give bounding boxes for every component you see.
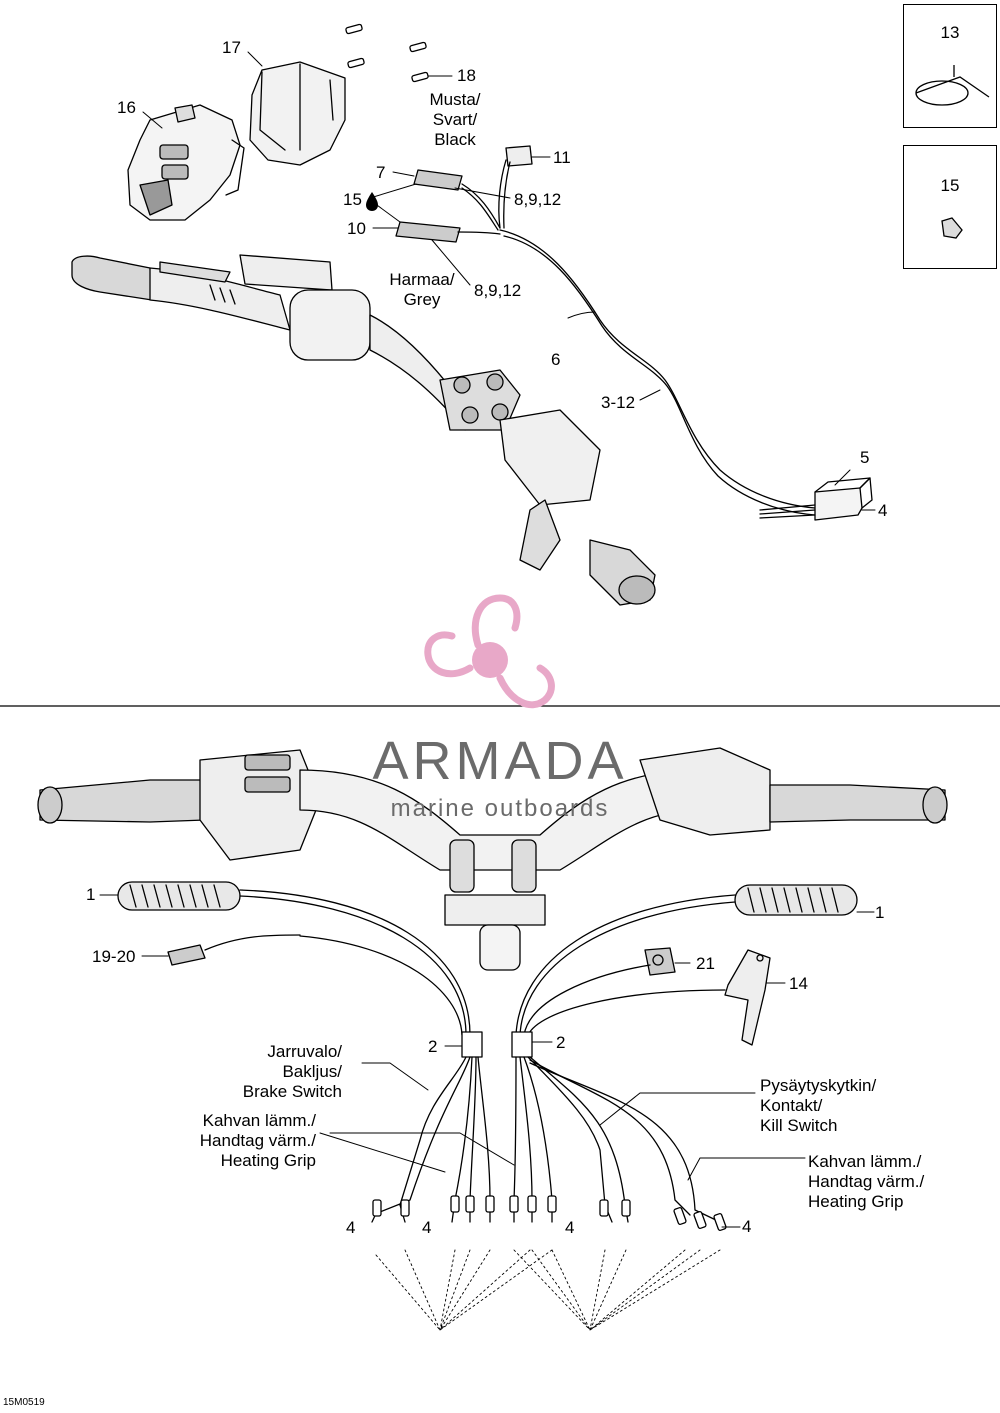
handlebar-bottom (37, 747, 948, 971)
junction-2-right (511, 1031, 533, 1058)
label-1-left: 1 (86, 885, 96, 904)
label-heating-grip-right: Kahvan lämm./ Handtag värm./ Heating Gri… (808, 1152, 925, 1211)
label-4-d: 4 (742, 1217, 752, 1236)
wiring-harness-6 (499, 229, 816, 516)
label-2-right: 2 (556, 1033, 566, 1052)
label-13: 13 (940, 23, 960, 42)
connector-7 (413, 169, 463, 191)
housing-bracket-17 (249, 61, 346, 166)
label-8-9-12-a: 8,9,12 (514, 190, 562, 209)
label-heating-grip-left: Kahvan lämm./ Handtag värm./ Heating Gri… (199, 1111, 316, 1170)
droplet-icon (366, 192, 378, 211)
label-brake-switch: Jarruvalo/ Bakljus/ Brake Switch (242, 1042, 342, 1101)
label-4-top: 4 (878, 501, 888, 520)
screws-18 (345, 23, 429, 83)
grip-1-left (117, 881, 241, 911)
label-18: 18 (457, 66, 476, 85)
junction-2-left (461, 1031, 483, 1058)
label-7: 7 (376, 163, 386, 182)
label-wire-black: Musta/ Svart/ Black (429, 90, 481, 149)
watermark-brand: ARMADA (372, 731, 628, 791)
label-15: 15 (343, 190, 362, 209)
label-2-left: 2 (428, 1037, 438, 1056)
part-box-15: 15 (903, 145, 997, 269)
harness-right (513, 1056, 721, 1223)
clip-icon (941, 217, 963, 239)
label-16: 16 (117, 98, 136, 117)
label-5: 5 (860, 448, 870, 467)
clip-21 (644, 947, 676, 976)
label-17: 17 (222, 38, 241, 57)
label-19-20: 19-20 (92, 947, 136, 966)
label-1-right: 1 (875, 903, 885, 922)
label-6: 6 (551, 350, 561, 369)
connector-11 (505, 145, 533, 167)
sensor-19-20 (167, 934, 301, 966)
label-3-12: 3-12 (601, 393, 636, 412)
armada-logo (424, 594, 555, 709)
connector-10 (395, 221, 461, 243)
figure-code: 15M0519 (3, 1397, 45, 1408)
bracket-14 (724, 949, 771, 1046)
label-14: 14 (789, 974, 808, 993)
label-wire-grey: Harmaa/ Grey (389, 270, 455, 309)
label-4-b: 4 (422, 1218, 432, 1237)
label-15-box: 15 (940, 176, 960, 195)
part-box-13: 13 (903, 4, 997, 128)
label-4-a: 4 (346, 1218, 356, 1237)
cable-tie-icon (915, 65, 990, 106)
label-4-c: 4 (565, 1218, 575, 1237)
leader-lines (99, 51, 876, 1228)
label-kill-switch: Pysäytyskytkin/ Kontakt/ Kill Switch (760, 1076, 877, 1135)
switch-housing-16 (127, 104, 245, 221)
grip-1-right (734, 884, 858, 916)
connector-5 (814, 477, 873, 521)
handlebar-top (71, 254, 656, 606)
label-11: 11 (553, 148, 571, 167)
label-10: 10 (347, 219, 366, 238)
connection-lines (375, 1249, 721, 1331)
label-8-9-12-b: 8,9,12 (474, 281, 522, 300)
label-21: 21 (696, 954, 715, 973)
watermark-subtitle: marine outboards (390, 795, 610, 822)
terminals-4 (372, 1195, 727, 1231)
